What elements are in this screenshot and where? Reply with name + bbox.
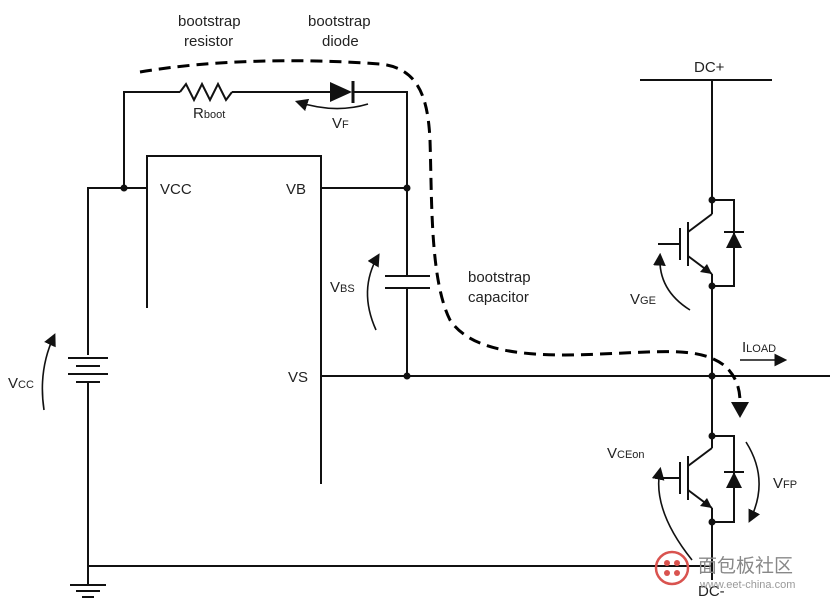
vf-label: VF bbox=[332, 115, 349, 132]
watermark-url: www.eet-china.com bbox=[699, 579, 795, 591]
vge-label: VGE bbox=[630, 291, 656, 308]
bootstrap-resistor-label-2: resistor bbox=[184, 33, 233, 50]
bootstrap-diode bbox=[330, 82, 352, 102]
vcc-supply-arrow bbox=[41, 333, 56, 411]
bootstrap-top-wire bbox=[123, 91, 180, 188]
vbs-arrow bbox=[366, 253, 380, 331]
junction-vs-output bbox=[708, 372, 716, 380]
bootstrap-diode-label-2: diode bbox=[322, 33, 359, 50]
vbs-label: VBS bbox=[330, 279, 355, 296]
vfp-label: VFP bbox=[773, 475, 797, 492]
low-side-igbt bbox=[658, 435, 744, 523]
watermark-text: 面包板社区 bbox=[698, 555, 793, 577]
vf-arrow bbox=[294, 98, 369, 112]
bootstrap-capacitor-label-1: bootstrap bbox=[468, 269, 531, 286]
iload-label: ILOAD bbox=[742, 339, 776, 356]
charging-path-arrowhead bbox=[731, 402, 749, 418]
dc-plus-label: DC+ bbox=[694, 59, 725, 76]
vfp-arrow bbox=[745, 441, 761, 523]
watermark: 面包板社区 www.eet-china.com bbox=[654, 550, 795, 591]
vceon-label: VCEon bbox=[607, 445, 645, 462]
bootstrap-charging-path bbox=[139, 59, 742, 403]
junction-hs-collector bbox=[708, 196, 716, 204]
junction-vb bbox=[403, 184, 411, 192]
dc-minus-label: DC- bbox=[698, 583, 725, 600]
vceon-arrow bbox=[651, 466, 693, 561]
bootstrap-resistor-label-1: bootstrap bbox=[178, 13, 241, 30]
vb-pin-label: VB bbox=[286, 181, 306, 198]
bootstrap-capacitor-label-2: capacitor bbox=[468, 289, 529, 306]
high-side-igbt bbox=[658, 199, 744, 287]
vcc-supply-wire bbox=[87, 187, 147, 355]
vs-pin-label: VS bbox=[288, 369, 308, 386]
junction-hs-emitter bbox=[708, 282, 716, 290]
vge-arrow bbox=[653, 252, 691, 311]
junction-vcc bbox=[120, 184, 128, 192]
junction-ls-emitter bbox=[708, 518, 716, 526]
driver-ic-outline bbox=[146, 155, 322, 484]
diode-to-vb-wire bbox=[353, 91, 408, 263]
rboot-label: Rboot bbox=[193, 105, 225, 122]
junction-vs-cap bbox=[403, 372, 411, 380]
vcc-pin-label: VCC bbox=[160, 181, 192, 198]
bootstrap-diode-label-1: bootstrap bbox=[308, 13, 371, 30]
watermark-logo-icon bbox=[654, 550, 690, 586]
vcc-supply-label: VCC bbox=[8, 375, 34, 392]
bootstrap-resistor bbox=[179, 81, 233, 103]
junction-ls-collector bbox=[708, 432, 716, 440]
